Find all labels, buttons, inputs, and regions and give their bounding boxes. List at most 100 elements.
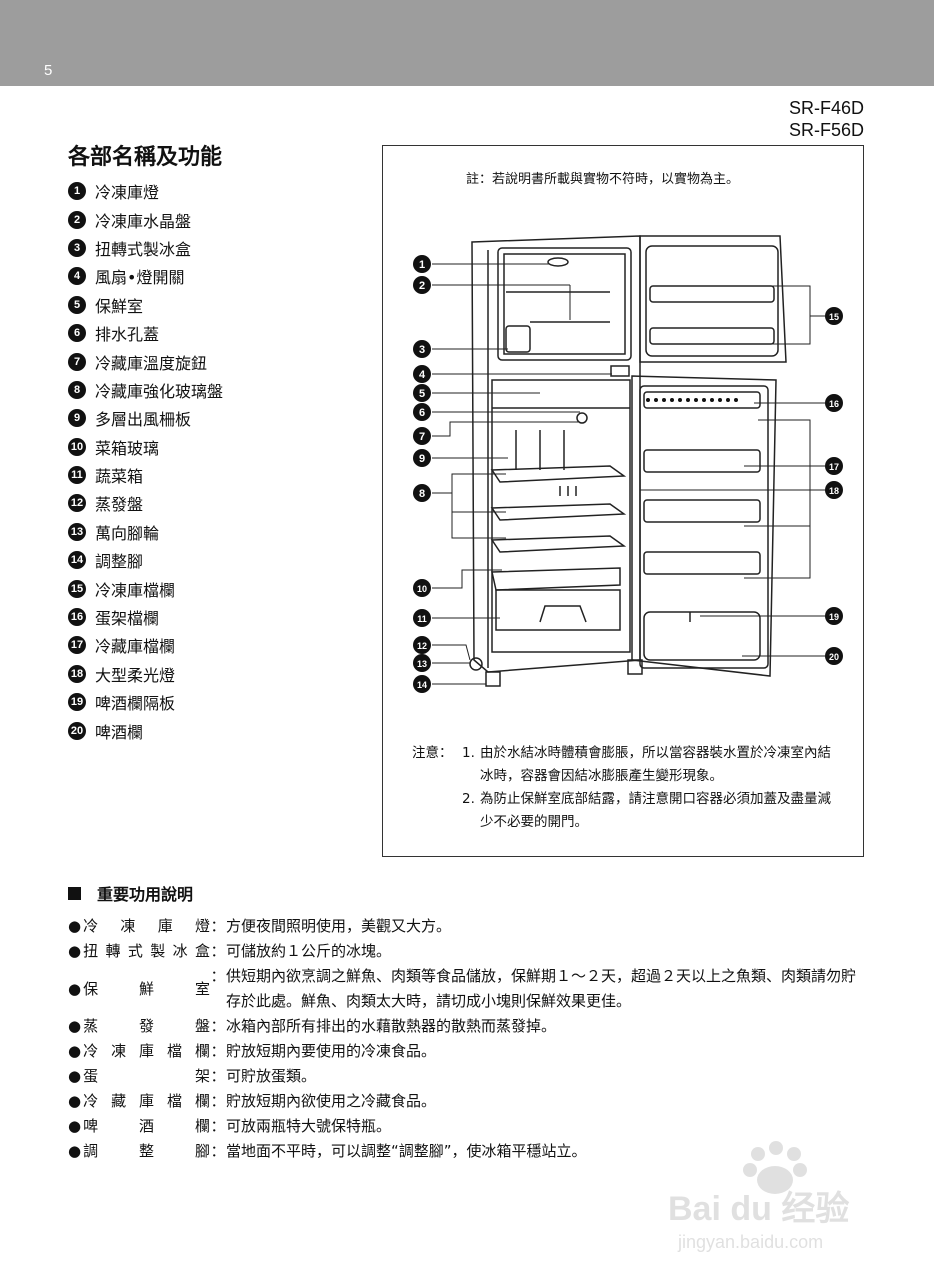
part-label: 菜箱玻璃 (95, 438, 160, 458)
part-number-badge: 14 (68, 551, 86, 570)
part-label: 蔬菜箱 (95, 467, 144, 487)
part-label: 冷凍庫檔欄 (95, 580, 176, 600)
caution-notes: 注意： 1. 由於水結冰時體積會膨脹，所以當容器裝水置於冷凍室內結冰時，容器會因… (412, 742, 832, 834)
part-number-badge: 20 (68, 721, 86, 740)
bullet-icon: ● (68, 917, 82, 935)
function-term: 調整腳 (83, 1142, 210, 1160)
function-desc: 方便夜間照明使用，美觀又大方。 (226, 917, 452, 935)
part-number-badge: 17 (68, 636, 86, 655)
functions-list: ●冷凍庫燈：方便夜間照明使用，美觀又大方。●扭轉式製冰盒：可儲放約１公斤的冰塊。… (68, 914, 866, 1164)
function-term: 保鮮室 (83, 979, 210, 998)
function-desc: 貯放短期內要使用的冷凍食品。 (226, 1042, 437, 1060)
caution-text: 由於水結冰時體積會膨脹，所以當容器裝水置於冷凍室內結冰時，容器會因結冰膨脹產生變… (480, 745, 831, 784)
caution-label: 注意： (412, 745, 453, 761)
function-term: 啤酒欄 (83, 1117, 210, 1135)
function-term: 扭轉式製冰盒 (83, 942, 210, 960)
part-number-badge: 1 (68, 182, 86, 201)
part-label: 排水孔蓋 (95, 325, 160, 345)
part-item: 11 蔬菜箱 (68, 461, 223, 489)
part-label: 扭轉式製冰盒 (95, 239, 192, 259)
part-item: 20 啤酒欄 (68, 716, 223, 744)
function-row: ●冷藏庫檔欄：貯放短期內欲使用之冷藏食品。 (68, 1089, 866, 1114)
bullet-icon: ● (68, 1067, 82, 1085)
function-desc: 貯放短期內欲使用之冷藏食品。 (226, 1092, 437, 1110)
part-label: 萬向腳輪 (95, 523, 160, 543)
part-number-badge: 4 (68, 267, 86, 286)
caution-text: 為防止保鮮室底部結露，請注意開口容器必須加蓋及盡量減少不必要的開門。 (480, 791, 831, 830)
part-number-badge: 3 (68, 238, 86, 257)
part-label: 大型柔光燈 (95, 665, 176, 685)
function-row: ●蒸發盤：冰箱內部所有排出的水藉散熱器的散熱而蒸發掉。 (68, 1014, 866, 1039)
part-label: 多層出風柵板 (95, 410, 192, 430)
page-header-bar (0, 0, 934, 86)
part-label: 啤酒欄隔板 (95, 694, 176, 714)
part-number-badge: 5 (68, 295, 86, 314)
part-item: 16 蛋架檔欄 (68, 603, 223, 631)
part-label: 冷藏庫強化玻璃盤 (95, 381, 224, 401)
part-item: 5 保鮮室 (68, 291, 223, 319)
function-term: 冷藏庫檔欄 (83, 1092, 210, 1110)
part-label: 冷藏庫檔欄 (95, 637, 176, 657)
part-number-badge: 19 (68, 693, 86, 712)
function-row: ●保鮮室：供短期內欲烹調之鮮魚、肉類等食品儲放，保鮮期１～２天，超過２天以上之魚… (68, 964, 866, 1014)
part-number-badge: 9 (68, 409, 86, 428)
part-label: 調整腳 (95, 552, 144, 572)
part-item: 19 啤酒欄隔板 (68, 688, 223, 716)
part-number-badge: 2 (68, 210, 86, 229)
part-item: 13 萬向腳輪 (68, 518, 223, 546)
part-label: 啤酒欄 (95, 722, 144, 742)
part-number-badge: 10 (68, 437, 86, 456)
function-row: ●調整腳：當地面不平時，可以調整“調整腳”，使冰箱平穩站立。 (68, 1139, 866, 1164)
bullet-icon: ● (68, 1142, 82, 1160)
part-number-badge: 11 (68, 466, 86, 485)
part-number-badge: 6 (68, 324, 86, 343)
function-desc: 可貯放蛋類。 (226, 1067, 317, 1085)
part-item: 4 風扇•燈開關 (68, 262, 223, 290)
bullet-icon: ● (68, 979, 82, 998)
part-item: 6 排水孔蓋 (68, 319, 223, 347)
function-term: 冷凍庫燈 (83, 917, 210, 935)
model-number: SR-F46D (788, 98, 864, 118)
square-icon (68, 886, 81, 900)
diagram-note: 註：若說明書所載與實物不符時，以實物為主。 (466, 172, 740, 187)
function-desc: 當地面不平時，可以調整“調整腳”，使冰箱平穩站立。 (226, 1142, 587, 1160)
part-number-badge: 8 (68, 380, 86, 399)
function-row: ●啤酒欄：可放兩瓶特大號保特瓶。 (68, 1114, 866, 1139)
part-item: 9 多層出風柵板 (68, 404, 223, 432)
part-label: 蒸發盤 (95, 495, 144, 515)
function-row: ●扭轉式製冰盒：可儲放約１公斤的冰塊。 (68, 939, 866, 964)
function-term: 冷凍庫檔欄 (83, 1042, 210, 1060)
part-number-badge: 13 (68, 522, 86, 541)
function-row: ●冷凍庫檔欄：貯放短期內要使用的冷凍食品。 (68, 1039, 866, 1064)
bullet-icon: ● (68, 1017, 82, 1035)
function-row: ●冷凍庫燈：方便夜間照明使用，美觀又大方。 (68, 914, 866, 939)
bullet-icon: ● (68, 942, 82, 960)
bullet-icon: ● (68, 1042, 82, 1060)
page-number: 5 (44, 62, 53, 79)
watermark-brand: Bai du 经验 (668, 1189, 849, 1228)
part-number-badge: 18 (68, 664, 86, 683)
part-number-badge: 7 (68, 352, 86, 371)
function-desc: 供短期內欲烹調之鮮魚、肉類等食品儲放，保鮮期１～２天，超過２天以上之魚類、肉類請… (226, 967, 857, 1010)
model-number: SR-F56D (788, 120, 864, 140)
diagram-frame (382, 145, 864, 857)
caution-index: 1. (462, 745, 475, 761)
part-item: 2 冷凍庫水晶盤 (68, 205, 223, 233)
part-label: 蛋架檔欄 (95, 609, 160, 629)
part-label: 冷凍庫水晶盤 (95, 211, 192, 231)
part-label: 保鮮室 (95, 296, 144, 316)
baidu-watermark: Bai du 经验 jingyan.baidu.com (668, 1141, 849, 1252)
part-item: 17 冷藏庫檔欄 (68, 631, 223, 659)
part-number-badge: 16 (68, 608, 86, 627)
watermark-url: jingyan.baidu.com (677, 1232, 823, 1252)
part-label: 風扇•燈開關 (95, 268, 185, 288)
parts-title: 各部名稱及功能 (68, 145, 223, 170)
part-item: 7 冷藏庫溫度旋鈕 (68, 347, 223, 375)
part-label: 冷藏庫溫度旋鈕 (95, 353, 208, 373)
part-item: 14 調整腳 (68, 546, 223, 574)
function-desc: 冰箱內部所有排出的水藉散熱器的散熱而蒸發掉。 (226, 1017, 557, 1035)
